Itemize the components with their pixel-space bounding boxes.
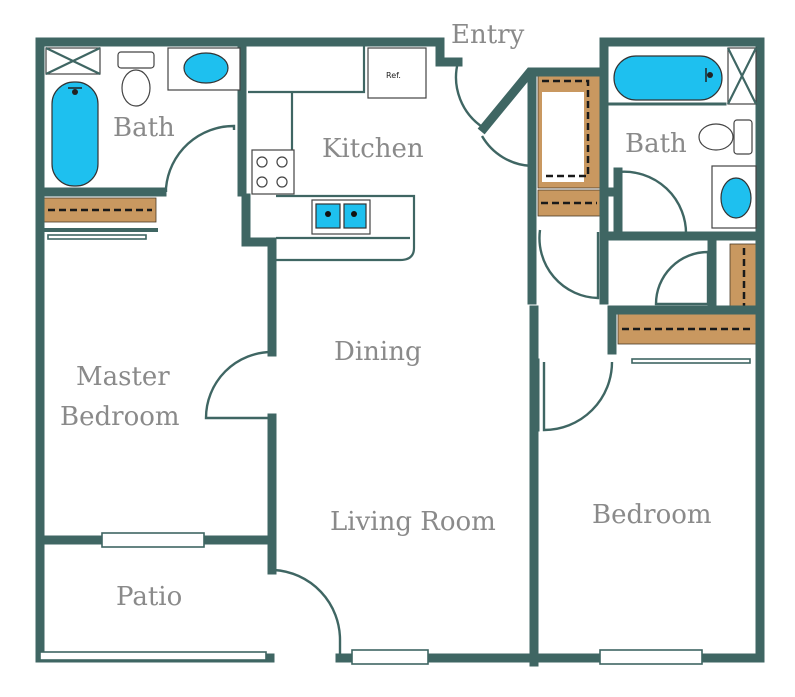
closet-entry-inner [542, 92, 584, 182]
door-linen [538, 229, 600, 300]
label-entry: Entry [451, 20, 525, 50]
kitchen-island [276, 194, 416, 262]
faucet-icon [72, 89, 78, 95]
bath-right-fixtures [613, 47, 757, 229]
label-bath-right: Bath [625, 129, 687, 159]
door-master [204, 350, 273, 420]
door-bath-left [164, 124, 236, 192]
label-kitchen: Kitchen [322, 134, 424, 164]
refrigerator-icon [367, 47, 427, 99]
toilet-bowl-right [698, 123, 734, 151]
label-master-1: Master [76, 362, 170, 392]
closet-entry-rod [542, 79, 590, 178]
toilet-tank-right [733, 119, 753, 155]
refrigerator-label: Ref. [386, 71, 401, 80]
label-patio: Patio [116, 582, 182, 612]
closets [43, 69, 759, 345]
label-living: Living Room [330, 507, 496, 537]
stove-icon [251, 149, 295, 195]
door-entry [454, 61, 531, 130]
sink-left [183, 52, 229, 84]
doors [164, 61, 710, 656]
door-hall-closet [654, 250, 710, 306]
label-bath-left: Bath [113, 113, 175, 143]
slider-master [47, 234, 147, 240]
label-master-2: Bedroom [60, 402, 180, 432]
windows [39, 532, 703, 665]
bath-left-fixtures [45, 47, 241, 187]
counter-back [248, 46, 366, 94]
toilet-bowl-left [121, 69, 151, 107]
door-bedroom [542, 361, 614, 432]
bathtub-right [613, 55, 723, 101]
slider-bedroom [631, 358, 751, 364]
sink-right [720, 177, 752, 219]
toilet-tank-left [117, 51, 155, 69]
window-living [351, 649, 429, 665]
window-patio-divider [101, 532, 205, 548]
door-patio [273, 568, 342, 656]
door-entry-closet [480, 135, 533, 168]
kitchen-fixtures: Ref. [248, 46, 427, 262]
label-dining: Dining [334, 337, 422, 367]
door-right-bath [617, 170, 688, 237]
label-bedroom: Bedroom [592, 500, 712, 530]
bathtub-left [51, 81, 99, 187]
room-labels: Entry Bath Kitchen Bath Dining Master Be… [60, 20, 712, 612]
sliding-doors [47, 234, 751, 364]
window-bedroom [599, 649, 703, 665]
window-patio [39, 651, 267, 661]
faucet-icon-right [707, 72, 713, 78]
